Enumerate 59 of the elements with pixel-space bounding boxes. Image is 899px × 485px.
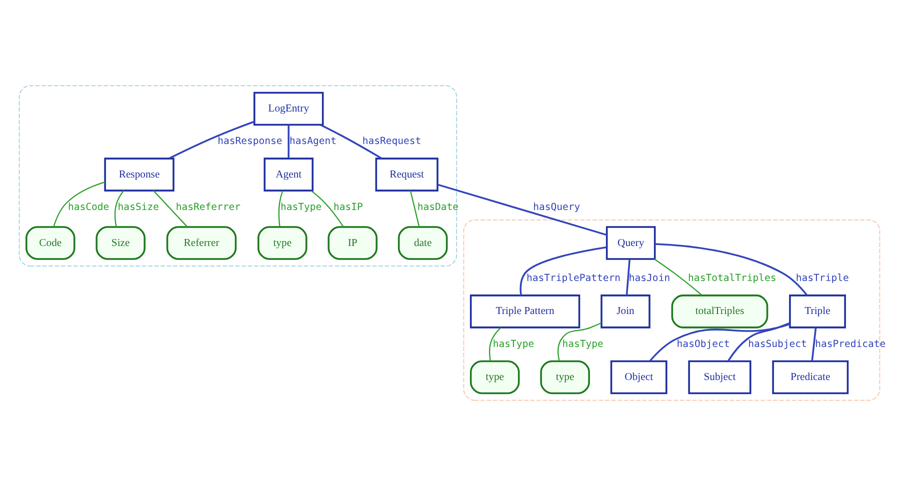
- edge-label: hasType: [562, 338, 604, 350]
- connector: [649, 322, 790, 362]
- node-box: Referrer: [166, 226, 237, 260]
- edge-label: hasJoin: [628, 272, 670, 284]
- node-box: Object: [610, 360, 668, 394]
- connector: [558, 322, 602, 361]
- edge-label: hasAgent: [290, 136, 337, 147]
- node-box: IP: [328, 226, 378, 260]
- node-box: type: [258, 226, 308, 260]
- node-box: Triple Pattern: [470, 294, 580, 328]
- connector: [53, 180, 106, 226]
- node-box: Agent: [264, 157, 314, 191]
- edge-label: hasReferrer: [176, 201, 241, 212]
- node-box: Join: [600, 294, 650, 328]
- connector: [114, 190, 124, 226]
- connector: [654, 258, 702, 296]
- node-box: LogEntry: [254, 91, 324, 126]
- connector: [727, 322, 790, 362]
- node-box: Query: [606, 226, 656, 260]
- edge-label: hasObject: [676, 338, 730, 350]
- node-box: totalTriples: [671, 294, 768, 328]
- connector: [320, 124, 382, 159]
- connector: [410, 190, 420, 226]
- connector: [152, 190, 188, 227]
- connector: [310, 190, 344, 227]
- node-box: Response: [104, 157, 174, 191]
- connector: [488, 326, 502, 361]
- node-box: date: [398, 226, 448, 260]
- edge-label: hasTotalTriples: [688, 272, 776, 284]
- connector: [168, 120, 255, 159]
- connector: [626, 258, 631, 295]
- edge-label: hasSize: [118, 201, 159, 212]
- node-box: type: [540, 360, 590, 394]
- connector: [520, 246, 607, 295]
- edge-label: hasCode: [68, 201, 110, 212]
- connector: [655, 242, 808, 296]
- edge-label: hasRequest: [362, 136, 422, 147]
- node-box: Subject: [688, 360, 752, 394]
- node-box: type: [470, 360, 520, 394]
- edge-label: hasIP: [333, 201, 363, 212]
- node-box: Request: [375, 157, 438, 191]
- edge-label: hasType: [280, 201, 322, 212]
- edge-label: hasDate: [417, 201, 459, 212]
- cluster: [18, 84, 458, 266]
- edge-label: hasResponse: [218, 136, 282, 147]
- node-box: Code: [26, 226, 76, 260]
- edge-label: hasSubject: [748, 338, 807, 350]
- connector: [288, 124, 290, 158]
- connector: [278, 190, 284, 226]
- connector: [437, 183, 607, 236]
- node-box: Triple: [789, 294, 846, 328]
- edge-label: hasQuery: [533, 201, 580, 212]
- connector: [811, 326, 817, 360]
- node-box: Predicate: [772, 360, 849, 394]
- edge-label: hasType: [492, 338, 534, 350]
- edge-label: hasTriplePattern: [526, 272, 621, 284]
- edge-label: hasPredicate: [815, 338, 886, 350]
- node-box: Size: [96, 226, 146, 260]
- edge-label: hasTriple: [796, 272, 849, 284]
